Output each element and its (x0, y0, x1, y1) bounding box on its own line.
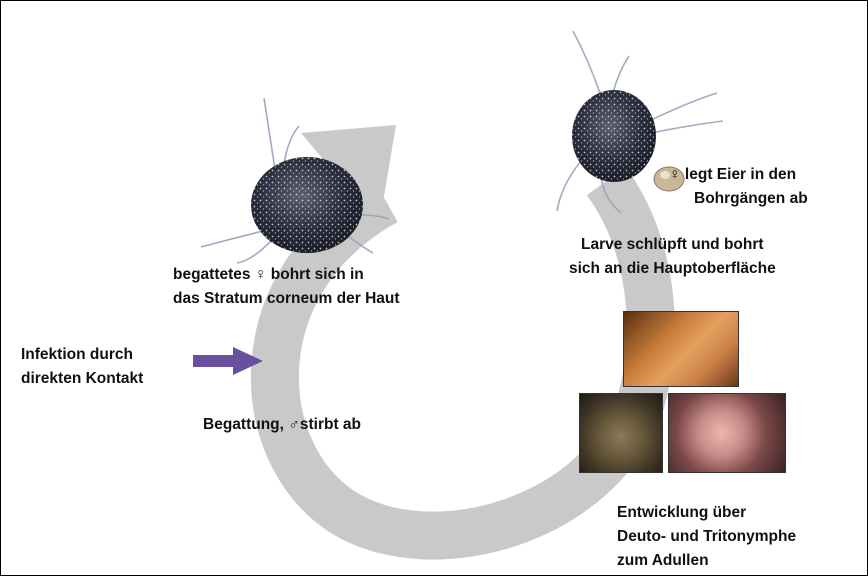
larva-label: Larve schlüpft und bohrt sich an die Hau… (569, 233, 776, 281)
pig-photo (668, 393, 786, 473)
eggs-label: ♀ legt Eier in den Bohrgängen ab (669, 163, 808, 211)
dog-photo (579, 393, 663, 473)
skin-photo (623, 311, 739, 387)
female-burrows-label: begattetes ♀ bohrt sich in das Stratum c… (173, 263, 400, 311)
development-label: Entwicklung über Deuto- und Tritonymphe … (617, 501, 796, 573)
mating-label: Begattung, ♂stirbt ab (203, 413, 361, 437)
infection-label: Infektion durch direkten Kontakt (21, 343, 143, 391)
